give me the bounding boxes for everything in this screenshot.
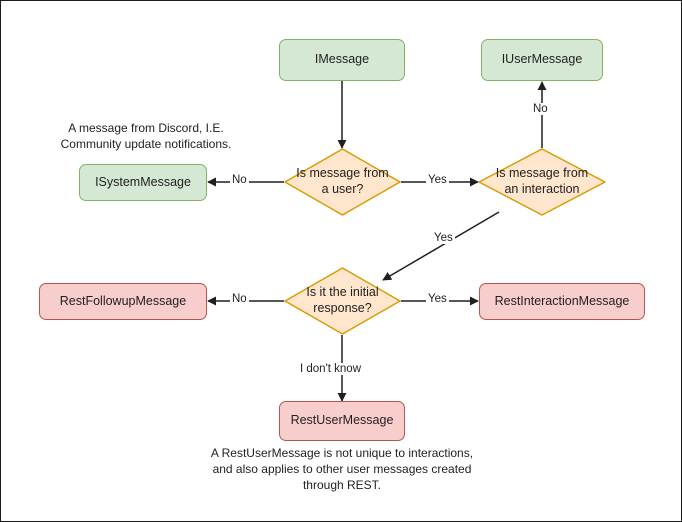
node-restinteractionmessage[interactable]: RestInteractionMessage — [479, 283, 645, 320]
node-imessage-label: IMessage — [314, 52, 370, 67]
node-decision-from-interaction[interactable]: Is message from an interaction — [478, 148, 606, 216]
node-decision-from-interaction-label: Is message from an interaction — [495, 166, 589, 196]
diamond-shape-icon — [284, 148, 401, 216]
edge-label-initial-unknown: I don't know — [298, 363, 364, 375]
edge-label-initial-yes: Yes — [426, 293, 449, 305]
edge-label-initial-no: No — [230, 293, 249, 305]
node-decision-initial-response[interactable]: Is it the initial response? — [284, 267, 401, 335]
diamond-shape-icon — [284, 267, 401, 335]
node-restinteractionmessage-label: RestInteractionMessage — [494, 293, 630, 308]
node-restusermessage[interactable]: RestUserMessage — [279, 401, 405, 441]
note-rest-user-message: A RestUserMessage is not unique to inter… — [210, 446, 474, 493]
node-decision-initial-response-label: Is it the initial response? — [306, 285, 379, 315]
diamond-shape-icon — [478, 148, 606, 216]
edge-label-interaction-no: No — [531, 103, 550, 115]
node-decision-from-user-label: Is message from a user? — [296, 166, 389, 196]
node-restusermessage-label: RestUserMessage — [290, 413, 394, 428]
node-imessage[interactable]: IMessage — [279, 39, 405, 81]
edge-label-user-no: No — [230, 174, 249, 186]
node-isystemmessage[interactable]: ISystemMessage — [79, 164, 207, 201]
edge-label-interaction-yes: Yes — [432, 232, 455, 244]
note-system-message: A message from Discord, I.E. Community u… — [60, 121, 232, 152]
node-iusermessage-label: IUserMessage — [501, 52, 583, 67]
node-restfollowupmessage[interactable]: RestFollowupMessage — [39, 283, 207, 320]
node-iusermessage[interactable]: IUserMessage — [481, 39, 603, 81]
node-isystemmessage-label: ISystemMessage — [95, 174, 191, 189]
edge-label-user-yes: Yes — [426, 174, 449, 186]
node-decision-from-user[interactable]: Is message from a user? — [284, 148, 401, 216]
node-restfollowupmessage-label: RestFollowupMessage — [59, 293, 187, 308]
